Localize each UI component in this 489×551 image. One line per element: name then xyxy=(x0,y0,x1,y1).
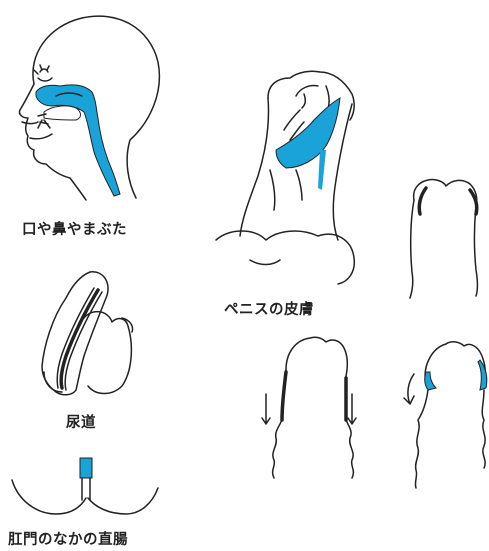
glans-top-2 xyxy=(425,342,485,388)
rectum-mucosa xyxy=(80,458,92,478)
urethra-figure xyxy=(42,272,133,395)
arrow-down-left-icon xyxy=(262,394,270,424)
foreskin-closeup-top xyxy=(410,179,478,298)
penis-skin-figure xyxy=(216,71,354,284)
foreskin-retract-step1 xyxy=(262,337,356,478)
penis-shaft-right xyxy=(333,104,352,240)
anus-rectum-figure xyxy=(12,458,158,514)
shaft-left xyxy=(410,200,414,298)
frenulum-highlight xyxy=(318,150,326,190)
inner-foreskin-left xyxy=(419,188,426,214)
scrotum-outline xyxy=(84,312,131,394)
retracted-mucosa-left xyxy=(425,372,436,390)
penis-shaft-left xyxy=(240,98,269,236)
label-urethra: 尿道 xyxy=(66,411,96,432)
chin-line xyxy=(30,134,52,139)
eye-lashes xyxy=(34,65,49,74)
glans-ridge xyxy=(296,85,329,114)
inner-skin-1-left xyxy=(282,372,286,420)
curved-arrow-left-icon xyxy=(404,374,414,404)
meatus xyxy=(302,94,305,108)
retracted-mucosa-right xyxy=(478,360,487,390)
lips xyxy=(22,122,38,124)
anal-canal xyxy=(82,478,90,500)
glans-mucosa-highlight xyxy=(276,98,340,168)
shaft-outline xyxy=(414,179,478,296)
left-buttock xyxy=(12,480,86,514)
right-buttock xyxy=(88,488,158,514)
label-penile-skin: ペニスの皮膚 xyxy=(224,298,314,319)
eye-lid xyxy=(38,78,52,81)
label-mouth-nose-eyelids: 口や鼻やまぶた xyxy=(22,218,127,239)
scrotum xyxy=(216,231,354,284)
head-profile-figure xyxy=(19,16,159,200)
shaft-2-left xyxy=(415,390,428,488)
glans-top-1 xyxy=(286,337,347,376)
tongue-mucosa xyxy=(44,106,81,120)
shaft-2-right xyxy=(482,390,485,468)
arrow-down-right-icon xyxy=(348,394,356,424)
label-rectum-inside-anus: 肛門のなかの直腸 xyxy=(8,528,128,549)
nasal-oral-mucosa xyxy=(36,85,120,196)
glans-outline xyxy=(268,71,354,120)
glans-outline-u xyxy=(44,372,62,392)
foreskin-retract-step2 xyxy=(404,342,487,488)
